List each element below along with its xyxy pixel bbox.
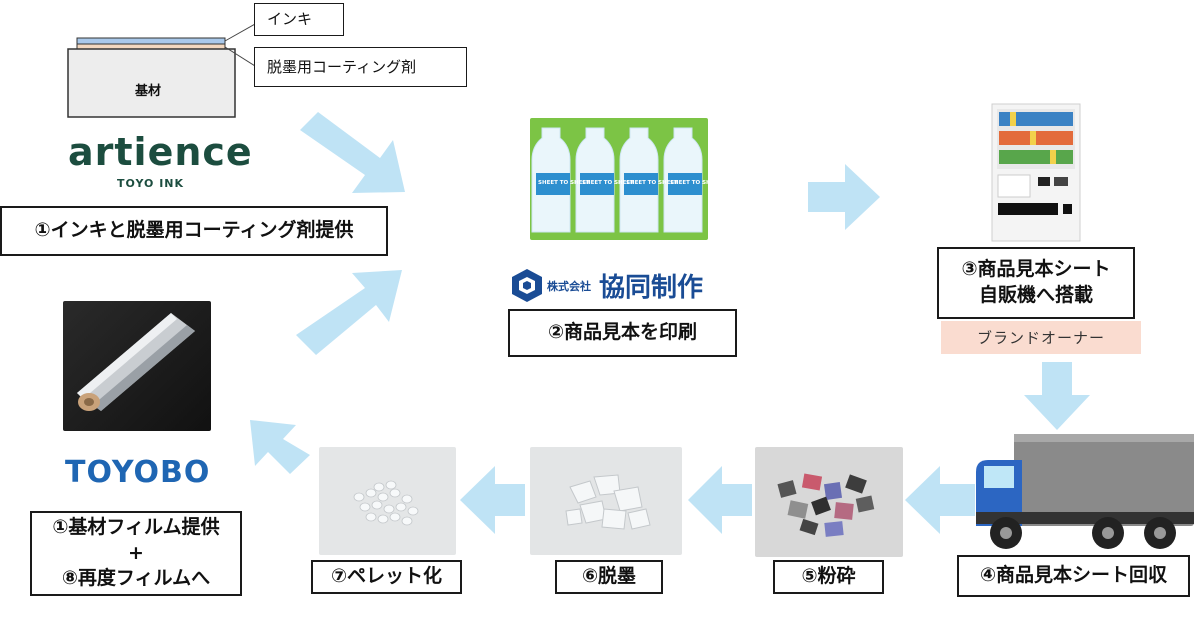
arrow-to-deink: [688, 466, 752, 534]
step-2-print-box: ②商品見本を印刷: [508, 309, 737, 357]
substrate-layer: [67, 48, 236, 118]
bottle-label-1: SHEET TO SHEET: [538, 180, 590, 186]
kyodo-logo: 株式会社 協同制作: [507, 265, 727, 305]
arrow-to-vending: [808, 164, 880, 230]
ink-label: インキ: [254, 3, 344, 36]
coating-label: 脱墨用コーティング剤: [254, 47, 467, 87]
step-5-crush-box: ⑤粉砕: [773, 560, 884, 594]
arrow-film-to-print: [296, 270, 402, 355]
arrow-to-crush: [905, 466, 975, 534]
step-1-film-line1: ①基材フィルム提供: [52, 516, 220, 539]
crushed-sheets-photo: [755, 447, 903, 557]
step-6-deink-box: ⑥脱墨: [555, 560, 663, 594]
step-1-8-film-box: ①基材フィルム提供 + ⑧再度フィルムへ: [30, 511, 242, 596]
arrow-to-film: [250, 420, 310, 474]
ink-layer: [76, 37, 226, 45]
step-1-ink-box: ①インキと脱墨用コーティング剤提供: [0, 206, 388, 256]
artience-sub: TOYO INK: [117, 177, 185, 190]
arrow-to-print: [300, 112, 405, 193]
substrate-label: 基材: [135, 84, 162, 99]
vending-machine-illustration: [990, 103, 1082, 243]
deinked-flakes-photo: [530, 447, 682, 555]
step-7-pellet-box: ⑦ペレット化: [311, 560, 462, 594]
step-3-line2: 自販機へ搭載: [978, 284, 1093, 306]
arrow-to-pellet: [460, 466, 525, 534]
truck-illustration: [970, 430, 1200, 552]
step-4-collect-box: ④商品見本シート回収: [957, 555, 1190, 597]
film-roll-photo: [63, 301, 211, 431]
kyodo-name: 協同制作: [599, 273, 704, 303]
step-3-line1: ③商品見本シート: [961, 258, 1111, 281]
bottle-label-4: SHEET TO SHEET: [670, 180, 708, 186]
kyodo-prefix: 株式会社: [547, 280, 591, 293]
bottle-label-3: SHEET TO SHEET: [626, 180, 678, 186]
step-8-film-line2: ⑧再度フィルムへ: [61, 567, 211, 590]
pellets-photo: [319, 447, 456, 555]
step-1-film-plus: +: [128, 541, 144, 564]
arrow-to-truck: [1024, 362, 1090, 430]
sample-sheet-photo: SHEET TO SHEET SHEET TO SHEET SHEET TO S…: [530, 118, 708, 240]
step-3-vending-box: ③商品見本シート 自販機へ搭載: [937, 247, 1135, 319]
toyobo-logo: TOYOBO: [65, 455, 211, 490]
brand-owner-badge: ブランドオーナー: [941, 321, 1141, 354]
artience-logo: artience: [68, 130, 253, 174]
bottle-label-2: SHEET TO SHEET: [582, 180, 634, 186]
kyodo-mark-icon: [512, 269, 542, 302]
